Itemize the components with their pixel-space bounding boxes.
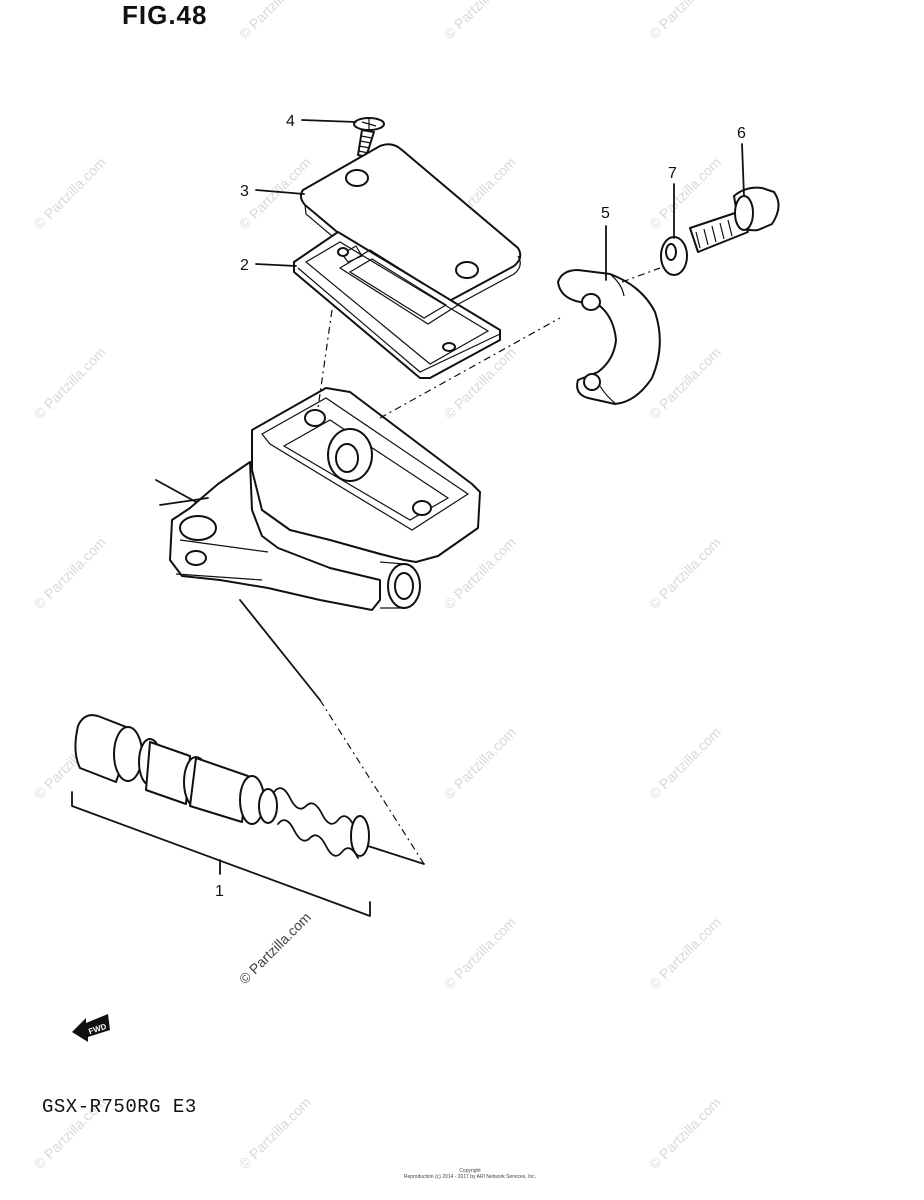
copyright-line: Reproduction (c) 2014 - 2017 by ARI Netw…: [403, 1174, 537, 1180]
watermark: © Partzilla.com: [646, 534, 724, 612]
model-label: GSX-R750RG E3: [42, 1096, 197, 1118]
watermark: © Partzilla.com: [236, 1094, 314, 1172]
watermark: © Partzilla.com: [646, 0, 724, 42]
callouts: 4 3 2 5 6 7 1: [215, 113, 746, 900]
watermark: © Partzilla.com: [236, 909, 314, 987]
piston-set-part: [74, 714, 370, 859]
watermark: © Partzilla.com: [441, 724, 519, 802]
watermark: © Partzilla.com: [236, 0, 314, 42]
watermark: © Partzilla.com: [646, 914, 724, 992]
watermark: © Partzilla.com: [646, 1094, 724, 1172]
reservoir-cap-part: [299, 143, 522, 317]
figure-title: FIG.48: [122, 0, 208, 30]
watermark: © Partzilla.com: [31, 344, 109, 422]
fwd-arrow-icon: FWD: [72, 1014, 110, 1042]
washer-part: [660, 236, 688, 276]
callout-number: 5: [601, 205, 610, 222]
bolt-part: [689, 186, 780, 253]
callout-number: 7: [668, 165, 677, 182]
callout-number: 3: [240, 183, 249, 200]
holder-part: [557, 269, 661, 405]
watermark: © Partzilla.com: [441, 0, 519, 42]
watermark: © Partzilla.com: [441, 914, 519, 992]
callout-number: 4: [286, 113, 295, 130]
watermark: © Partzilla.com: [646, 724, 724, 802]
callout-number: 6: [737, 125, 746, 142]
callout-number: 1: [215, 883, 224, 900]
copyright-line: Copyright: [459, 1168, 481, 1174]
callout-number: 2: [240, 257, 249, 274]
copyright-notice: Copyright Reproduction (c) 2014 - 2017 b…: [360, 1168, 580, 1180]
diaphragm-part: [293, 231, 501, 379]
master-cylinder-body: [169, 387, 481, 611]
cap-screw-part: [353, 117, 385, 158]
watermark: © Partzilla.com: [31, 534, 109, 612]
watermark: © Partzilla.com: [31, 154, 109, 232]
leader-lines: [71, 119, 745, 917]
